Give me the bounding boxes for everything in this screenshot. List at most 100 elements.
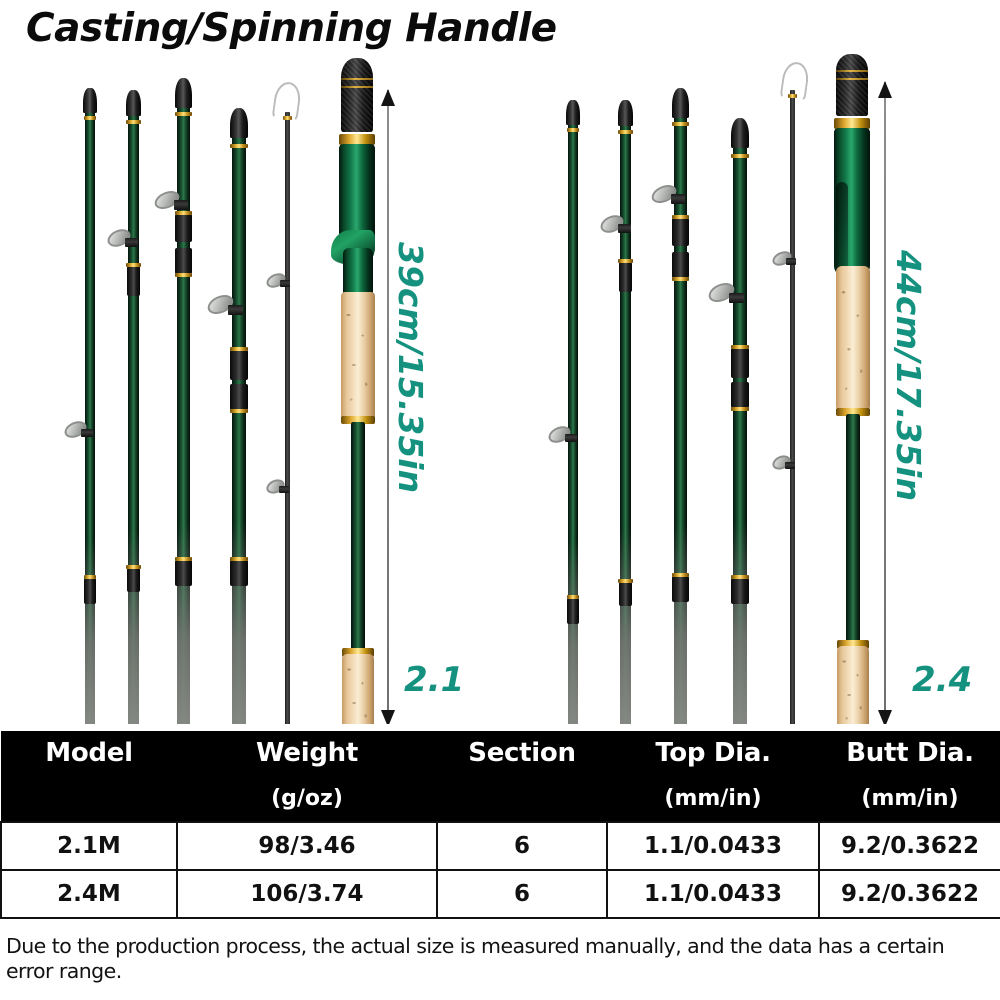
rod-gold-ring [175, 557, 192, 561]
reel-seat-gold-band [339, 134, 375, 145]
rod-blank [128, 100, 139, 724]
cell-section: 6 [436, 821, 608, 871]
rod-section-3-right [671, 88, 690, 724]
cell-weight: 98/3.46 [176, 821, 438, 871]
carbon-butt-cap [836, 54, 868, 116]
rod-ferrule-fade [232, 522, 246, 724]
reel-seat-gold-band [834, 118, 870, 129]
rod-collar [175, 248, 192, 274]
col-unit-model [1, 775, 177, 822]
rod-gold-ring [672, 277, 689, 281]
reel-seat-lower [343, 248, 373, 298]
rod-collar [731, 348, 749, 378]
dimension-label-spinning: 44cm/17.35in [889, 250, 928, 502]
rod-collar [731, 382, 749, 408]
handle-blank [351, 422, 365, 652]
rod-gold-ring [672, 215, 689, 219]
spec-table-head: Model Weight Section Top Dia. Butt Dia. … [1, 731, 1000, 822]
rod-tip-section-right [790, 90, 795, 724]
rod-ferrule-fade [568, 540, 578, 724]
rod-gold-ring [618, 130, 633, 134]
footnote: Due to the production process, the actua… [6, 934, 945, 983]
arrowhead-down-icon [381, 710, 395, 724]
rod-gold-ring [618, 579, 633, 583]
guide-foot [174, 200, 188, 210]
rod-tip-cap [618, 100, 633, 126]
spec-table: Model Weight Section Top Dia. Butt Dia. … [0, 731, 1000, 919]
table-row: 2.4M 106/3.74 6 1.1/0.0433 9.2/0.3622 [0, 869, 1000, 919]
guide-foot [125, 238, 138, 247]
handle-blank [846, 414, 860, 644]
rod-section-2-left [126, 90, 141, 724]
rod-collar [175, 214, 192, 242]
rod-tip-cap [83, 88, 97, 113]
rod-blank [85, 98, 95, 724]
rod-tip-cap [126, 90, 141, 116]
table-row: 2.1M 98/3.46 6 1.1/0.0433 9.2/0.3622 [0, 821, 1000, 871]
rod-ferrule-fade [674, 524, 687, 724]
col-header-section: Section [437, 731, 607, 775]
cork-fore-grip [341, 292, 375, 420]
cork-butt-grip [837, 646, 869, 724]
cell-model: 2.4M [0, 869, 178, 919]
rod-gold-ring [175, 211, 192, 215]
col-unit-top-dia: (mm/in) [607, 775, 819, 822]
carbon-gold-line [341, 86, 373, 88]
guide-foot [565, 434, 577, 442]
rod-section-4-left [229, 108, 249, 724]
rod-gold-ring [83, 575, 97, 579]
cell-butt-dia: 9.2/0.3622 [818, 821, 1000, 871]
rod-gold-ring [788, 94, 797, 98]
guide-foot [729, 293, 744, 303]
rod-collar [230, 350, 248, 380]
rod-gold-ring [230, 144, 248, 148]
arrowhead-up-icon [878, 81, 892, 98]
dimension-arrow-casting [380, 89, 396, 724]
page-title: Casting/Spinning Handle [26, 6, 557, 51]
carbon-gold-line [836, 78, 868, 80]
rod-ferrule-fade [177, 522, 190, 724]
rod-collar [672, 218, 689, 246]
rod-collar [126, 266, 141, 296]
rod-collar [566, 598, 580, 624]
rod-tip-cap [229, 108, 249, 138]
rod-gold-ring [126, 565, 141, 569]
guide-foot [279, 486, 289, 493]
rod-collar [672, 576, 689, 602]
rod-collar [731, 578, 749, 604]
rod-gold-ring [83, 116, 97, 120]
dimension-arrow-spinning [877, 81, 893, 724]
rod-gold-ring [230, 409, 248, 413]
rod-gold-ring [230, 557, 248, 561]
rod-gold-ring [126, 120, 141, 124]
reel-seat-paint [343, 248, 373, 298]
rod-gold-ring [175, 112, 192, 116]
rod-gold-ring [731, 154, 749, 158]
carbon-gold-line [836, 70, 868, 72]
spec-table-body: 2.1M 98/3.46 6 1.1/0.0433 9.2/0.3622 2.4… [0, 821, 1000, 919]
cell-weight: 106/3.74 [176, 869, 438, 919]
col-unit-section [437, 775, 607, 822]
rod-blank [846, 414, 860, 644]
rod-section-2-right [618, 100, 633, 724]
rod-collar [126, 568, 141, 592]
rod-ferrule-fade [733, 522, 747, 724]
rod-gold-ring [672, 122, 689, 126]
dimension-line [387, 90, 389, 724]
rod-collar [230, 384, 248, 410]
col-unit-weight: (g/oz) [177, 775, 437, 822]
spec-table-header-row: Model Weight Section Top Dia. Butt Dia. [1, 731, 1000, 775]
cell-section: 6 [436, 869, 608, 919]
rod-tip-section-left [285, 112, 290, 724]
col-header-top-dia: Top Dia. [607, 731, 819, 775]
rod-collar [618, 262, 633, 292]
rod-collar [83, 578, 97, 604]
butt-gold-band [837, 640, 869, 649]
cork-fore-grip [836, 266, 870, 412]
spec-table-units-row: (g/oz) (mm/in) (mm/in) [1, 775, 1000, 822]
rod-collar [175, 560, 192, 586]
arrowhead-down-icon [878, 710, 892, 724]
rod-collar [618, 582, 633, 606]
col-header-weight: Weight [177, 731, 437, 775]
